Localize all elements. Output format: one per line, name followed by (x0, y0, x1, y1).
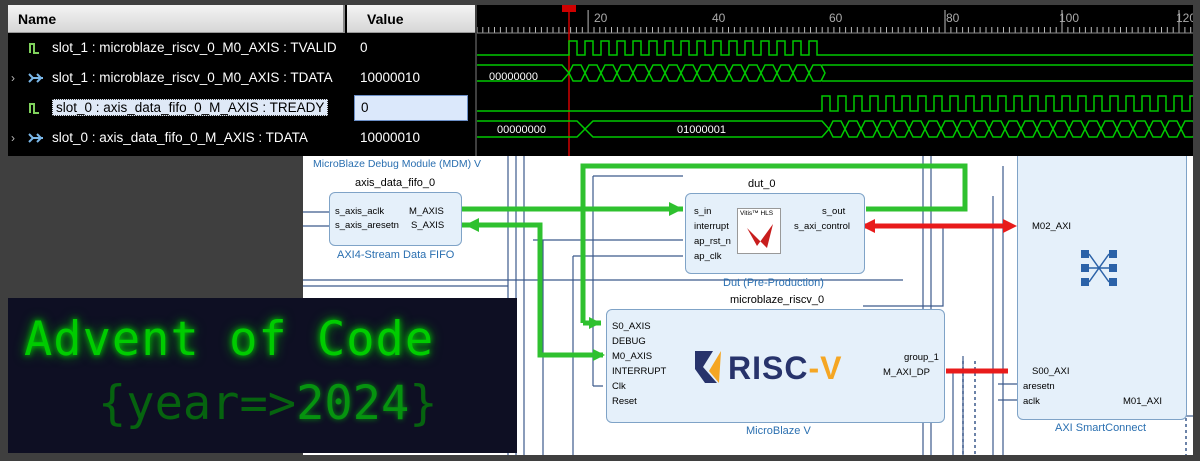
column-header-name[interactable]: Name (8, 5, 345, 33)
bus-value-label: 01000001 (677, 124, 726, 136)
chevron-right-icon[interactable]: › (11, 71, 15, 85)
signal-name: slot_1 : microblaze_riscv_0_M0_AXIS : TD… (52, 70, 333, 85)
arrow-right-icon (1003, 219, 1017, 233)
riscv-logo-text: RISC-V (728, 350, 843, 386)
banner-year: {year=>2024} (98, 376, 438, 431)
bit-signal-icon (29, 43, 39, 54)
port-label: s_axi_control (794, 221, 850, 232)
riscv-subtitle: MicroBlaze V (746, 425, 811, 437)
banner-title: Advent of Code (24, 312, 435, 367)
arrow-left-icon (861, 219, 875, 233)
port-label: ap_rst_n (694, 236, 731, 247)
axis-data-fifo-block[interactable] (329, 192, 462, 246)
port-label: DEBUG (612, 336, 646, 347)
time-ruler (477, 10, 1193, 34)
dut-block[interactable] (685, 193, 865, 274)
bus-value-label: 00000000 (497, 124, 546, 136)
port-label: group_1 (904, 352, 939, 363)
smartconnect-subtitle: AXI SmartConnect (1055, 422, 1147, 434)
port-label: s_axis_aresetn (335, 220, 399, 231)
port-label: S_AXIS (411, 220, 445, 231)
signal-value: 10000010 (360, 70, 421, 85)
time-label: 100 (1059, 11, 1079, 25)
waveform-tdata-slot1 (477, 64, 1193, 82)
port-label: aresetn (1023, 381, 1055, 392)
port-label: M0_AXIS (612, 351, 653, 362)
port-label: aclk (1023, 396, 1040, 407)
port-label: Clk (612, 381, 626, 392)
net-wires (303, 156, 1193, 455)
chevron-right-icon[interactable]: › (11, 131, 15, 145)
arrow-right-icon (593, 349, 605, 361)
bus-signal-icon (28, 73, 43, 83)
signal-value: 0 (360, 40, 368, 55)
port-label: M_AXIS (409, 206, 444, 217)
waveform-view[interactable]: 20 40 60 80 100 120 00000000 00000000 01… (477, 5, 1193, 156)
column-header-value[interactable]: Value (347, 5, 475, 33)
arrow-right-icon (589, 317, 601, 329)
signal-list-panel: Name Value slot_1 : microblaze_riscv_0_M… (8, 5, 475, 156)
port-label: M01_AXI (1123, 396, 1163, 407)
signal-row-selected[interactable]: slot_0 : axis_data_fifo_0_M_AXIS : TREAD… (8, 93, 475, 123)
signal-row[interactable]: › slot_1 : microblaze_riscv_0_M0_AXIS : … (8, 63, 475, 93)
waveform-tdata-slot0 (477, 120, 1193, 138)
time-label: 80 (946, 11, 960, 25)
bus-value-label: 00000000 (489, 71, 538, 83)
fifo-subtitle: AXI4-Stream Data FIFO (337, 249, 455, 261)
signal-row[interactable]: slot_1 : microblaze_riscv_0_M0_AXIS : TV… (8, 33, 475, 63)
port-label: INTERRUPT (612, 366, 667, 377)
signal-row[interactable]: › slot_0 : axis_data_fifo_0_M_AXIS : TDA… (8, 123, 475, 153)
advent-of-code-banner: Advent of Code {year=>2024} (8, 298, 517, 453)
cursor-marker-icon[interactable] (562, 5, 576, 12)
signal-value: 0 (354, 95, 468, 121)
signal-name: slot_0 : axis_data_fifo_0_M_AXIS : TREAD… (52, 99, 329, 116)
time-label: 60 (829, 11, 843, 25)
waveform-tready (477, 95, 1193, 112)
axi-smartconnect-block[interactable] (1017, 156, 1187, 420)
port-label: S0_AXIS (612, 321, 651, 332)
arrow-left-icon (465, 218, 479, 232)
vitis-hls-logo: Vitis™ HLS (737, 208, 781, 254)
time-label: 40 (712, 11, 726, 25)
bit-signal-icon (29, 103, 39, 114)
waveform-tvalid (477, 40, 1193, 56)
arrow-right-icon (669, 202, 683, 216)
logo-text: Vitis™ HLS (740, 210, 774, 217)
time-label: 120 (1176, 11, 1193, 25)
dut-subtitle: Dut (Pre-Production) (723, 277, 824, 289)
port-label: M02_AXI (1032, 221, 1072, 232)
time-label: 20 (594, 11, 608, 25)
riscv-title: microblaze_riscv_0 (730, 294, 825, 306)
port-label: s_axis_aclk (335, 206, 385, 217)
signal-value: 10000010 (360, 130, 421, 145)
port-label: s_in (694, 206, 712, 217)
microblaze-riscv-block[interactable] (606, 309, 945, 423)
port-label: M_AXI_DP (883, 367, 930, 378)
riscv-logo-icon (695, 351, 721, 383)
port-label: ap_clk (694, 251, 722, 262)
crossbar-icon (1081, 250, 1117, 286)
port-label: interrupt (694, 221, 729, 232)
port-label: S00_AXI (1032, 366, 1070, 377)
port-label: s_out (822, 206, 846, 217)
signal-name: slot_0 : axis_data_fifo_0_M_AXIS : TDATA (52, 130, 308, 145)
signal-name: slot_1 : microblaze_riscv_0_M0_AXIS : TV… (52, 40, 337, 55)
dut-title: dut_0 (748, 178, 776, 190)
port-label: Reset (612, 396, 637, 407)
mdm-label[interactable]: MicroBlaze Debug Module (MDM) V (313, 158, 482, 170)
bus-signal-icon (28, 133, 43, 143)
fifo-title: axis_data_fifo_0 (355, 177, 436, 189)
